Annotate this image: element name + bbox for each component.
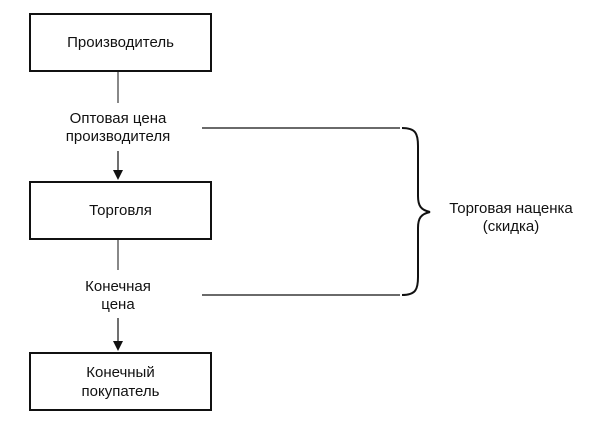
- buyer-line-2: покупатель: [81, 382, 160, 400]
- arrowhead-to-trade: [113, 170, 123, 180]
- final-price-label: Конечная цена: [58, 278, 178, 314]
- curly-brace: [401, 127, 431, 296]
- buyer-label: Конечный покупатель: [82, 363, 160, 401]
- arrowhead-to-buyer: [113, 341, 123, 351]
- wholesale-price-line-1: Оптовая цена: [69, 110, 167, 127]
- producer-box: Производитель: [29, 13, 212, 72]
- trade-markup-line-2: (скидка): [482, 218, 540, 235]
- producer-label: Производитель: [67, 34, 174, 51]
- trade-box: Торговля: [29, 181, 212, 240]
- trade-label: Торговля: [89, 202, 152, 219]
- trade-markup-label: Торговая наценка (скидка): [431, 200, 591, 236]
- trade-markup-line-1: Торговая наценка: [449, 200, 573, 217]
- wholesale-price-line-2: производителя: [65, 128, 171, 145]
- buyer-box: Конечный покупатель: [29, 352, 212, 411]
- buyer-line-1: Конечный: [86, 363, 155, 381]
- final-price-line-2: цена: [101, 296, 135, 313]
- wholesale-price-label: Оптовая цена производителя: [43, 110, 193, 146]
- final-price-line-1: Конечная: [85, 278, 151, 295]
